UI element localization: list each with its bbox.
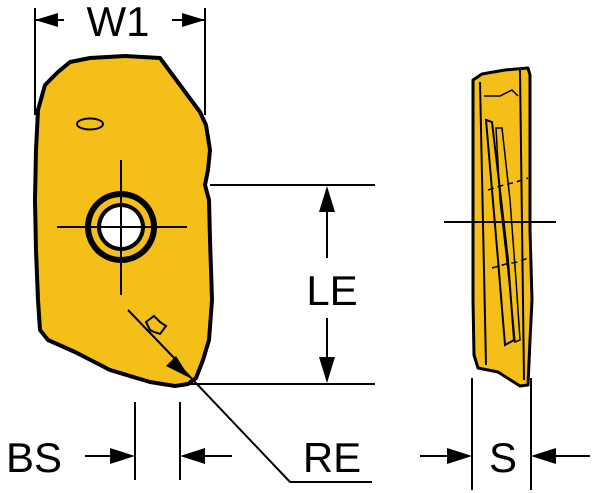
w1-arrow-right (182, 13, 205, 27)
dimension-le: LE (190, 184, 375, 385)
re-arrow (166, 356, 190, 378)
dimension-bs: BS (6, 402, 232, 481)
re-label: RE (303, 434, 361, 481)
le-label: LE (306, 267, 357, 314)
dimension-w1: W1 (34, 0, 206, 115)
insert-front-view (33, 54, 214, 388)
corner-radius-dash (127, 309, 179, 363)
side-edge-right (519, 69, 525, 381)
side-hidden-line-1 (487, 177, 529, 191)
bs-arrow-left (110, 448, 135, 464)
insert-side-view (444, 66, 556, 388)
le-arrow-top (319, 186, 335, 212)
bs-arrow-right (180, 448, 205, 464)
s-arrow-right (531, 448, 556, 464)
w1-arrow-left (35, 13, 58, 27)
side-hidden-line-2 (491, 257, 529, 269)
side-facet-2 (495, 127, 521, 344)
bs-label: BS (6, 434, 62, 481)
s-label: S (489, 434, 517, 481)
w1-label: W1 (87, 0, 150, 45)
corner-detail-marker (144, 314, 168, 336)
dimension-s: S (420, 378, 590, 490)
side-edge-left (479, 81, 487, 366)
side-facet-1 (484, 118, 516, 347)
side-top-detail (484, 89, 519, 97)
re-leader-line (175, 361, 291, 483)
le-arrow-bottom (319, 357, 335, 383)
s-arrow-left (447, 448, 472, 464)
small-oval-mark (76, 117, 104, 131)
dimension-re: RE (166, 356, 372, 483)
